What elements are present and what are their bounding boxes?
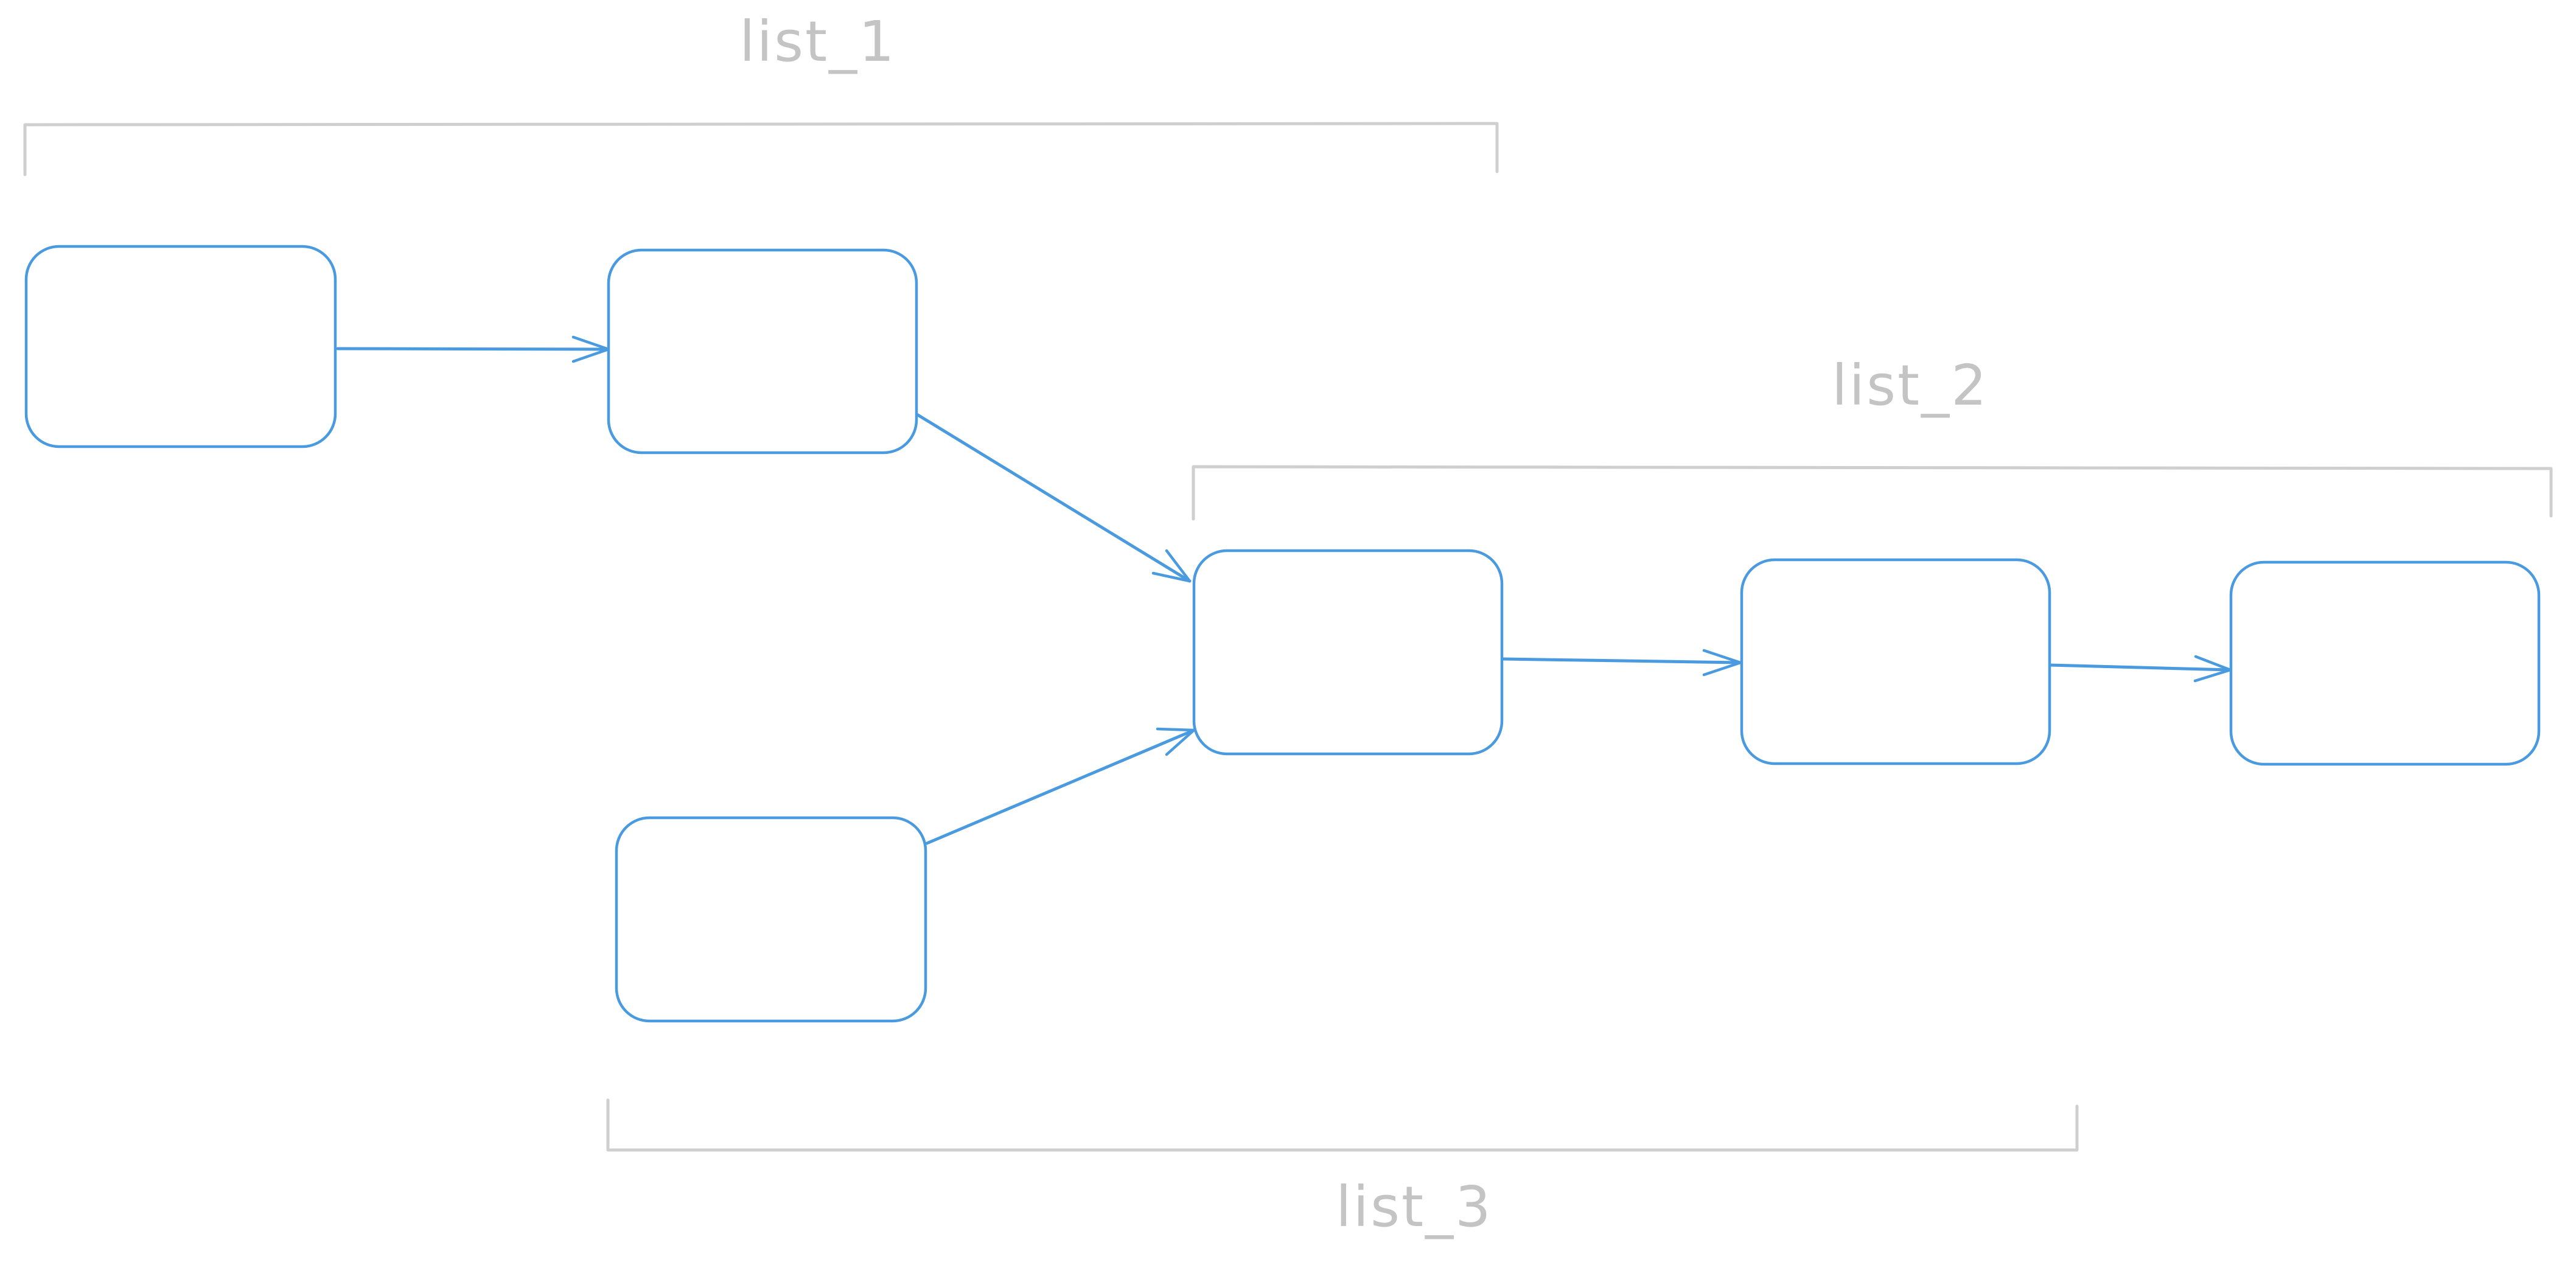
edge-node-1-to-node-2 (336, 335, 610, 363)
node-4[interactable] (1192, 549, 1504, 756)
node-box[interactable] (607, 248, 918, 455)
group-label-list-1: list_1 (739, 9, 896, 74)
group-list-2: list_2 (1192, 353, 2553, 521)
node-5[interactable] (1740, 558, 2051, 765)
node-box[interactable] (1740, 558, 2051, 765)
group-label-list-3: list_3 (1336, 1174, 1493, 1239)
node-1[interactable] (24, 245, 337, 448)
nodes (24, 245, 2541, 1023)
node-box[interactable] (1192, 549, 1504, 756)
node-box[interactable] (24, 245, 337, 448)
bracket-list-1 (23, 122, 1499, 176)
group-list-3: list_3 (606, 1098, 2079, 1239)
edge-node-2-to-node-4 (914, 412, 1192, 583)
edge-node-5-to-node-6 (2048, 655, 2232, 683)
edge-node-3-to-node-4 (925, 727, 1196, 845)
bracket-list-2 (1192, 465, 2553, 521)
node-2[interactable] (607, 248, 918, 455)
node-3[interactable] (615, 816, 927, 1023)
group-list-1: list_1 (23, 9, 1499, 176)
arrowhead-icon (1151, 549, 1192, 583)
bracket-list-3 (606, 1098, 2079, 1152)
node-6[interactable] (2229, 560, 2541, 766)
edge-node-4-to-node-5 (1501, 649, 1742, 677)
node-box[interactable] (2229, 560, 2541, 766)
group-label-list-2: list_2 (1832, 353, 1989, 418)
node-box[interactable] (615, 816, 927, 1023)
